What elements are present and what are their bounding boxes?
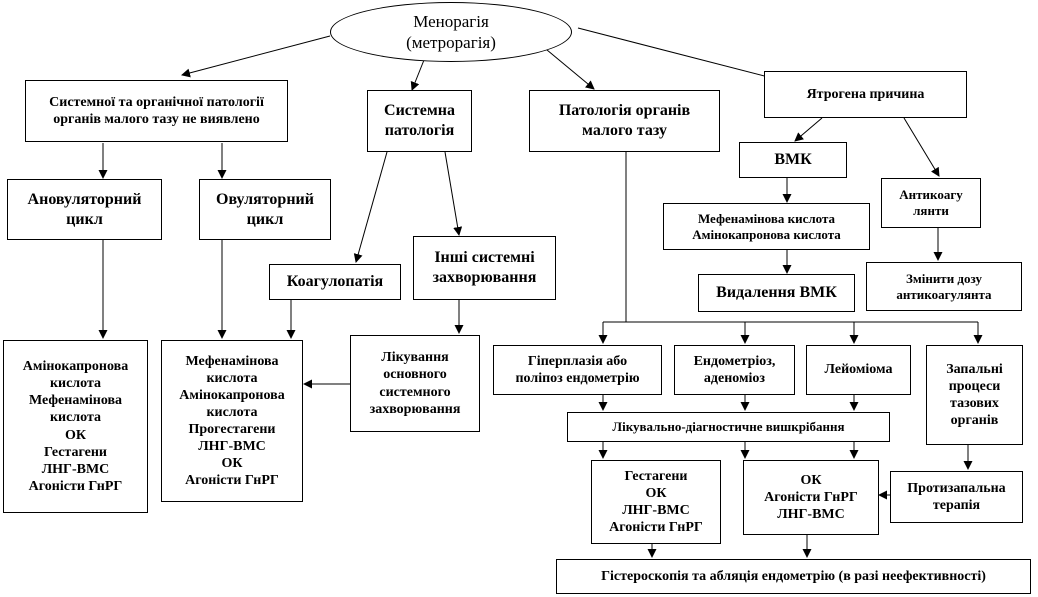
node-no-pathology: Системної та органічної патології органі…	[25, 80, 288, 142]
node-ovulatory-cycle: Овуляторний цикл	[199, 179, 331, 240]
node-hyperplasia-polyposis: Гіперплазія або поліпоз ендометрію	[493, 345, 662, 395]
node-anovulatory-cycle: Ановуляторний цикл	[7, 179, 162, 240]
root-node-menorrhagia: Менорагія (метрорагія)	[330, 2, 572, 62]
arrow-to-anticoagulants	[903, 117, 940, 177]
node-systemic-pathology: Системна патологія	[367, 90, 472, 152]
node-iatrogenic-cause: Ятрогена причина	[764, 71, 967, 118]
node-mefenamic-aminocaproic: Мефенамінова кислота Амінокапронова кисл…	[663, 203, 870, 250]
node-gestagens-treatment: Гестагени ОК ЛНГ-ВМС Агоністи ГнРГ	[591, 460, 721, 544]
arrow-root-to-systemic	[410, 59, 425, 91]
node-other-systemic: Інші системні захворювання	[413, 236, 556, 300]
node-iud: ВМК	[739, 142, 847, 178]
node-ok-treatment: ОК Агоністи ГнРГ ЛНГ-ВМС	[743, 460, 879, 535]
arrow-to-coagulopathy	[353, 151, 388, 263]
node-treatment-ovulatory: Мефенамінова кислота Амінокапронова кисл…	[161, 340, 303, 502]
node-anticoagulants: Антикоагу лянти	[881, 178, 981, 228]
node-endometriosis: Ендометріоз, аденоміоз	[674, 345, 795, 395]
node-remove-iud: Видалення ВМК	[698, 274, 855, 312]
node-pelvic-pathology: Патологія органів малого тазу	[529, 90, 720, 152]
arrow-to-iud	[794, 117, 823, 142]
node-change-anticoagulant-dose: Змінити дозу антикоагулянта	[866, 262, 1022, 311]
node-curettage: Лікувально-діагностичне вишкрібання	[567, 412, 890, 442]
node-treat-underlying-systemic: Лікування основного системного захворюва…	[350, 335, 480, 432]
node-hysteroscopy-ablation: Гістероскопія та абляція ендометрію (в р…	[556, 559, 1031, 594]
arrow-root-to-iatrogenic	[577, 27, 777, 82]
node-treatment-anovulatory: Амінокапронова кислота Мефенамінова кисл…	[3, 340, 148, 513]
node-anti-inflammatory-therapy: Протизапальна терапія	[890, 471, 1023, 523]
arrow-to-other-systemic	[444, 151, 463, 236]
node-leiomyoma: Лейоміома	[806, 345, 911, 395]
node-inflammatory-processes: Запальні процеси тазових органів	[926, 345, 1023, 445]
arrow-root-to-no-pathology	[181, 35, 331, 78]
node-coagulopathy: Коагулопатія	[269, 264, 401, 300]
